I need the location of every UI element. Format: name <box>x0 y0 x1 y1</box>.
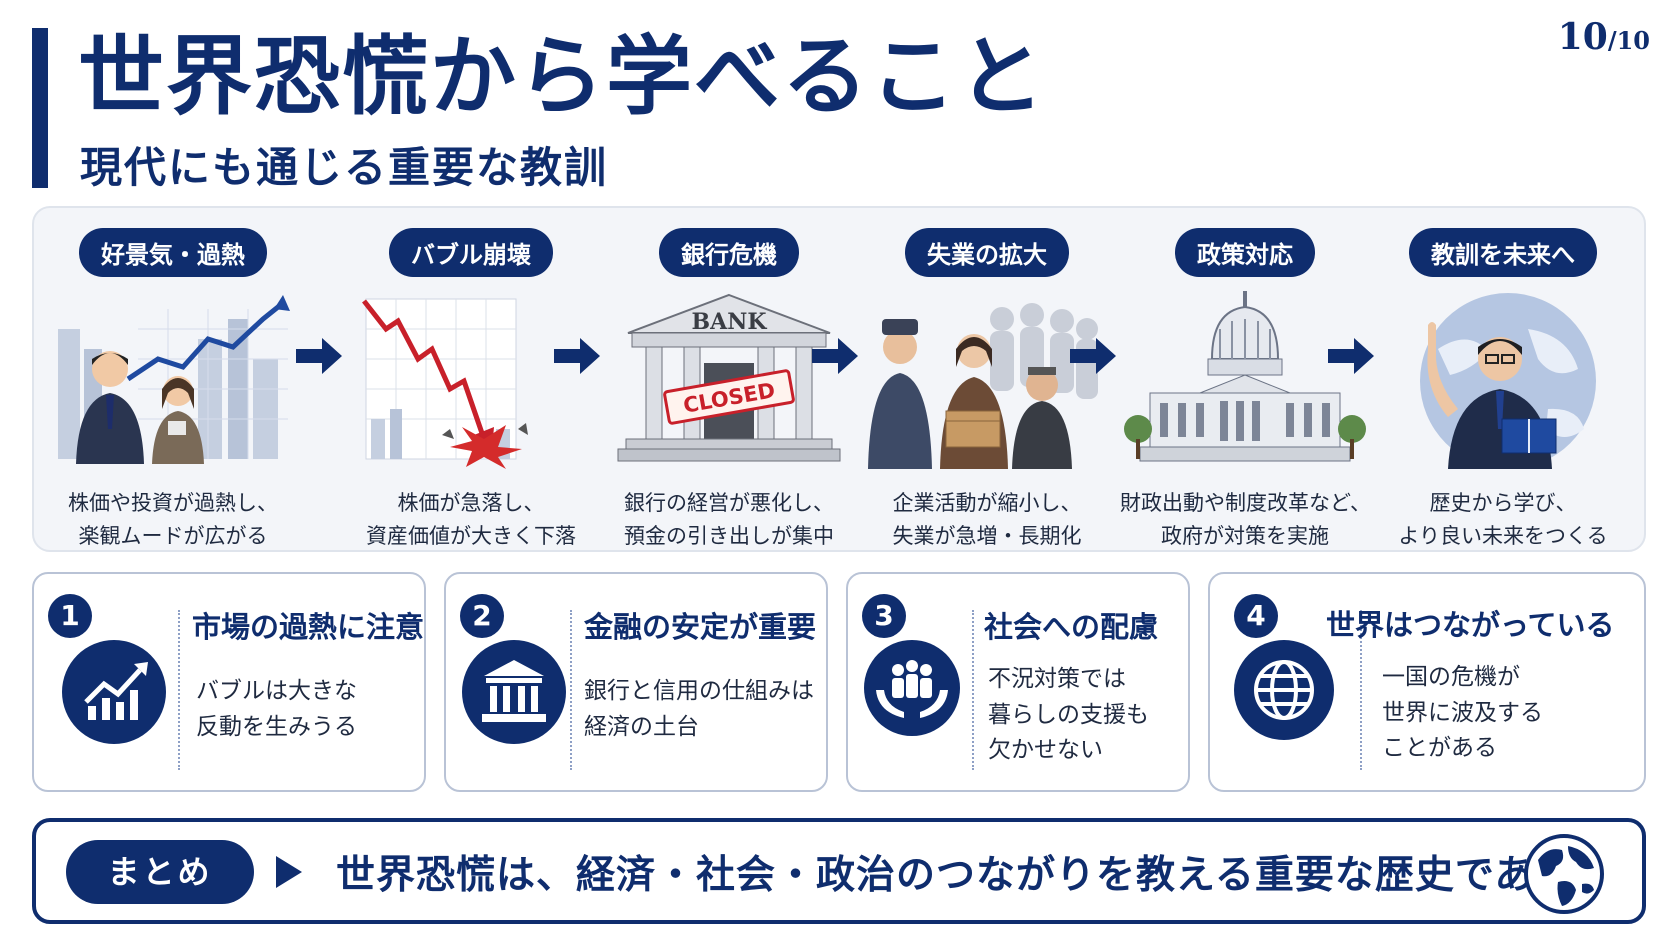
lesson-text: 不況対策では 暮らしの支援も 欠かせない <box>988 662 1149 769</box>
flow-step-policy: 政策対応 財政出動や制度改革など、 政府が対策を実施 <box>1120 228 1371 552</box>
lesson-number: 3 <box>862 594 906 638</box>
lesson-line: 不況対策では <box>988 666 1126 692</box>
page-number: 10/10 <box>1558 16 1650 58</box>
unemployed-people-illustration <box>862 289 1112 469</box>
lesson-text: 一国の危機が 世界に波及する ことがある <box>1382 660 1543 767</box>
flow-step-boom: 好景気・過熱 <box>48 228 298 552</box>
flow-step-desc: 歴史から学び、 より良い未来をつくる <box>1378 487 1628 552</box>
desc-line: より良い未来をつくる <box>1398 523 1608 548</box>
desc-line: 預金の引き出しが集中 <box>624 523 834 548</box>
desc-line: 株価が急落し、 <box>397 491 545 515</box>
lesson-line: 反動を生みうる <box>196 713 357 740</box>
lesson-title: 金融の安定が重要 <box>584 610 817 644</box>
lesson-text: バブルは大きな 反動を生みうる <box>196 674 357 745</box>
lesson-line: 銀行と信用の仕組みは <box>584 678 814 704</box>
desc-line: 銀行の経営が悪化し、 <box>624 491 834 515</box>
lesson-number: 4 <box>1234 594 1278 638</box>
flow-step-bank-crisis: 銀行危機 BANK CLOSED 銀行の経営が悪化し、 預金の <box>604 228 854 552</box>
desc-line: 企業活動が縮小し、 <box>892 491 1082 515</box>
lesson-line: 暮らしの支援も <box>988 701 1149 728</box>
bank-icon <box>462 640 566 744</box>
growth-chart-icon <box>62 640 166 744</box>
arrow-right-icon <box>1328 338 1374 374</box>
lesson-card-4: 4 世界はつながっている 一国の危機が 世界に波及する ことがある <box>1208 572 1646 792</box>
lesson-title: 社会への配慮 <box>984 610 1159 644</box>
desc-line: 楽観ムードが広がる <box>78 523 268 548</box>
flow-step-desc: 企業活動が縮小し、 失業が急増・長期化 <box>862 487 1112 552</box>
desc-line: 政府が対策を実施 <box>1161 523 1329 548</box>
lesson-line: バブルは大きな <box>196 678 357 704</box>
bank-closed-illustration: BANK CLOSED <box>604 289 854 469</box>
lesson-title: 市場の過熱に注意 <box>192 610 425 644</box>
flow-step-label: バブル崩壊 <box>389 228 553 277</box>
flow-step-label: 失業の拡大 <box>905 228 1069 277</box>
earth-globe-icon <box>1522 832 1606 916</box>
arrow-right-icon <box>812 338 858 374</box>
desc-line: 株価や投資が過熱し、 <box>68 491 278 515</box>
page-current: 10 <box>1557 16 1608 58</box>
card-divider <box>972 610 974 770</box>
card-divider <box>570 610 572 770</box>
arrow-right-icon <box>296 338 342 374</box>
flow-step-desc: 財政出動や制度改革など、 政府が対策を実施 <box>1120 487 1371 552</box>
arrow-right-icon <box>1070 338 1116 374</box>
summary-label: まとめ <box>66 840 254 904</box>
lesson-line: 世界に波及する <box>1382 699 1543 726</box>
desc-line: 歴史から学び、 <box>1429 491 1577 515</box>
flow-step-future: 教訓を未来へ 歴史から学び、 より良い未来をつくる <box>1378 228 1628 552</box>
teacher-globe-illustration <box>1378 289 1628 469</box>
flow-step-label: 政策対応 <box>1175 228 1315 277</box>
arrow-right-icon <box>554 338 600 374</box>
lesson-card-2: 2 金融の安定が重要 銀行と信用の仕組みは 経済の土台 <box>444 572 828 792</box>
globe-icon <box>1234 640 1334 740</box>
boom-illustration <box>48 289 298 469</box>
flow-step-label: 好景気・過熱 <box>79 228 267 277</box>
desc-line: 失業が急増・長期化 <box>892 523 1082 548</box>
card-divider <box>1360 610 1362 770</box>
lesson-text: 銀行と信用の仕組みは 経済の土台 <box>584 674 814 745</box>
flow-step-bubble-burst: バブル崩壊 株価が急落し、 資産価値が大きく下落 <box>346 228 596 552</box>
page-title: 世界恐慌から学べること <box>78 27 1046 127</box>
desc-line: 財政出動や制度改革など、 <box>1120 491 1371 515</box>
flow-panel: 好景気・過熱 <box>32 206 1646 552</box>
card-divider <box>178 610 180 770</box>
page-total: /10 <box>1607 26 1650 55</box>
flow-step-desc: 銀行の経営が悪化し、 預金の引き出しが集中 <box>604 487 854 552</box>
lesson-line: 経済の土台 <box>584 713 699 740</box>
lesson-number: 2 <box>460 594 504 638</box>
lesson-card-3: 3 社会への配慮 不況対策では 暮らしの支援も 欠かせない <box>846 572 1190 792</box>
title-accent-bar <box>32 28 48 188</box>
capitol-illustration <box>1120 289 1370 469</box>
flow-step-desc: 株価や投資が過熱し、 楽観ムードが広がる <box>48 487 298 552</box>
lesson-title: 世界はつながっている <box>1326 608 1615 642</box>
lesson-card-1: 1 市場の過熱に注意 バブルは大きな 反動を生みうる <box>32 572 426 792</box>
people-care-icon <box>864 640 960 736</box>
bank-sign: BANK <box>692 309 768 335</box>
summary-text: 世界恐慌は、経済・社会・政治のつながりを教える重要な歴史である <box>336 853 1575 898</box>
page-subtitle: 現代にも通じる重要な教訓 <box>80 143 609 192</box>
lesson-line: ことがある <box>1382 735 1497 762</box>
play-triangle-icon <box>276 856 302 888</box>
flow-step-unemployment: 失業の拡大 企業活動が縮小し、 失業が急増・長期化 <box>862 228 1112 552</box>
flow-step-label: 教訓を未来へ <box>1409 228 1597 277</box>
flow-step-desc: 株価が急落し、 資産価値が大きく下落 <box>346 487 596 552</box>
summary-box: まとめ 世界恐慌は、経済・社会・政治のつながりを教える重要な歴史である <box>32 818 1646 924</box>
crash-illustration <box>346 289 596 469</box>
lesson-number: 1 <box>48 594 92 638</box>
desc-line: 資産価値が大きく下落 <box>366 523 576 548</box>
flow-step-label: 銀行危機 <box>659 228 799 277</box>
lesson-line: 欠かせない <box>988 737 1103 764</box>
lesson-line: 一国の危機が <box>1382 664 1520 690</box>
